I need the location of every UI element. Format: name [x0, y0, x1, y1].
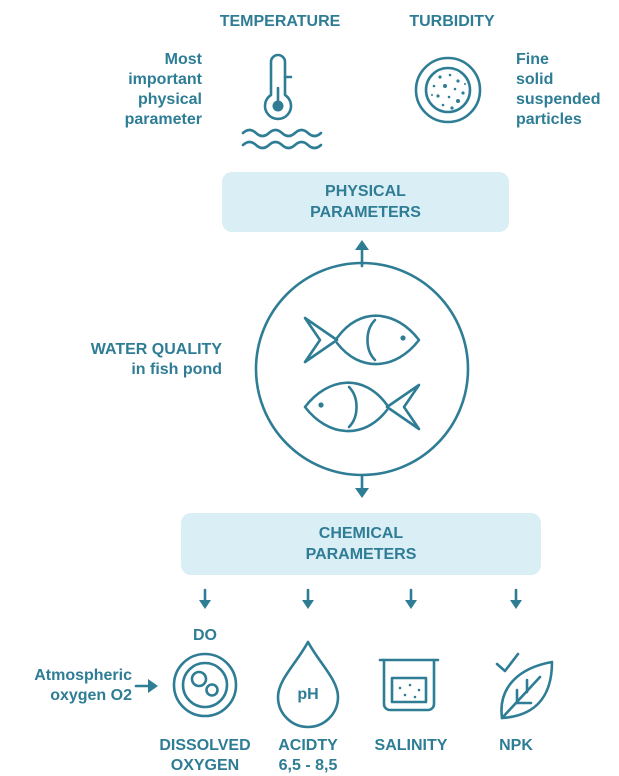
center-circle [254, 261, 470, 477]
water-quality-label: WATER QUALITY in fish pond [90, 341, 222, 378]
waves-icon [241, 128, 323, 150]
npk-label: NPK [499, 737, 533, 754]
beaker-icon [378, 658, 440, 712]
arrow-down-do [199, 588, 211, 609]
physical-parameters-box: PHYSICAL PARAMETERS [222, 172, 509, 232]
turbidity-desc: Fine solid suspended particles [516, 51, 601, 128]
arrow-down-ph [302, 588, 314, 609]
drop-icon [276, 640, 340, 729]
checkmark-icon [495, 652, 520, 673]
chemical-parameters-box: CHEMICAL PARAMETERS [181, 513, 541, 575]
temperature-title: TEMPERATURE [219, 13, 341, 30]
arrow-right-oxygen [134, 679, 158, 693]
atmospheric-oxygen-label: Atmospheric oxygen O2 [34, 667, 132, 704]
fish-icon [303, 314, 421, 366]
do-label: DO [193, 627, 217, 644]
turbidity-title: TURBIDITY [409, 13, 495, 30]
arrow-down-salinity [405, 588, 417, 609]
ph-text: pH [297, 686, 319, 703]
turbidity-icon [414, 56, 482, 124]
leaf-icon [500, 660, 554, 720]
fish-icon [303, 381, 421, 433]
dissolved-oxygen-label: DISSOLVED OXYGEN [159, 737, 251, 774]
thermometer-icon [263, 53, 293, 121]
temperature-desc: Most important physical parameter [124, 51, 202, 128]
arrow-down-npk [510, 588, 522, 609]
salinity-label: SALINITY [374, 737, 448, 754]
arrow-down-chemical [355, 473, 369, 498]
oxygen-bubbles-icon [172, 652, 238, 718]
acidity-label: ACIDTY 6,5 - 8,5 [278, 737, 338, 774]
